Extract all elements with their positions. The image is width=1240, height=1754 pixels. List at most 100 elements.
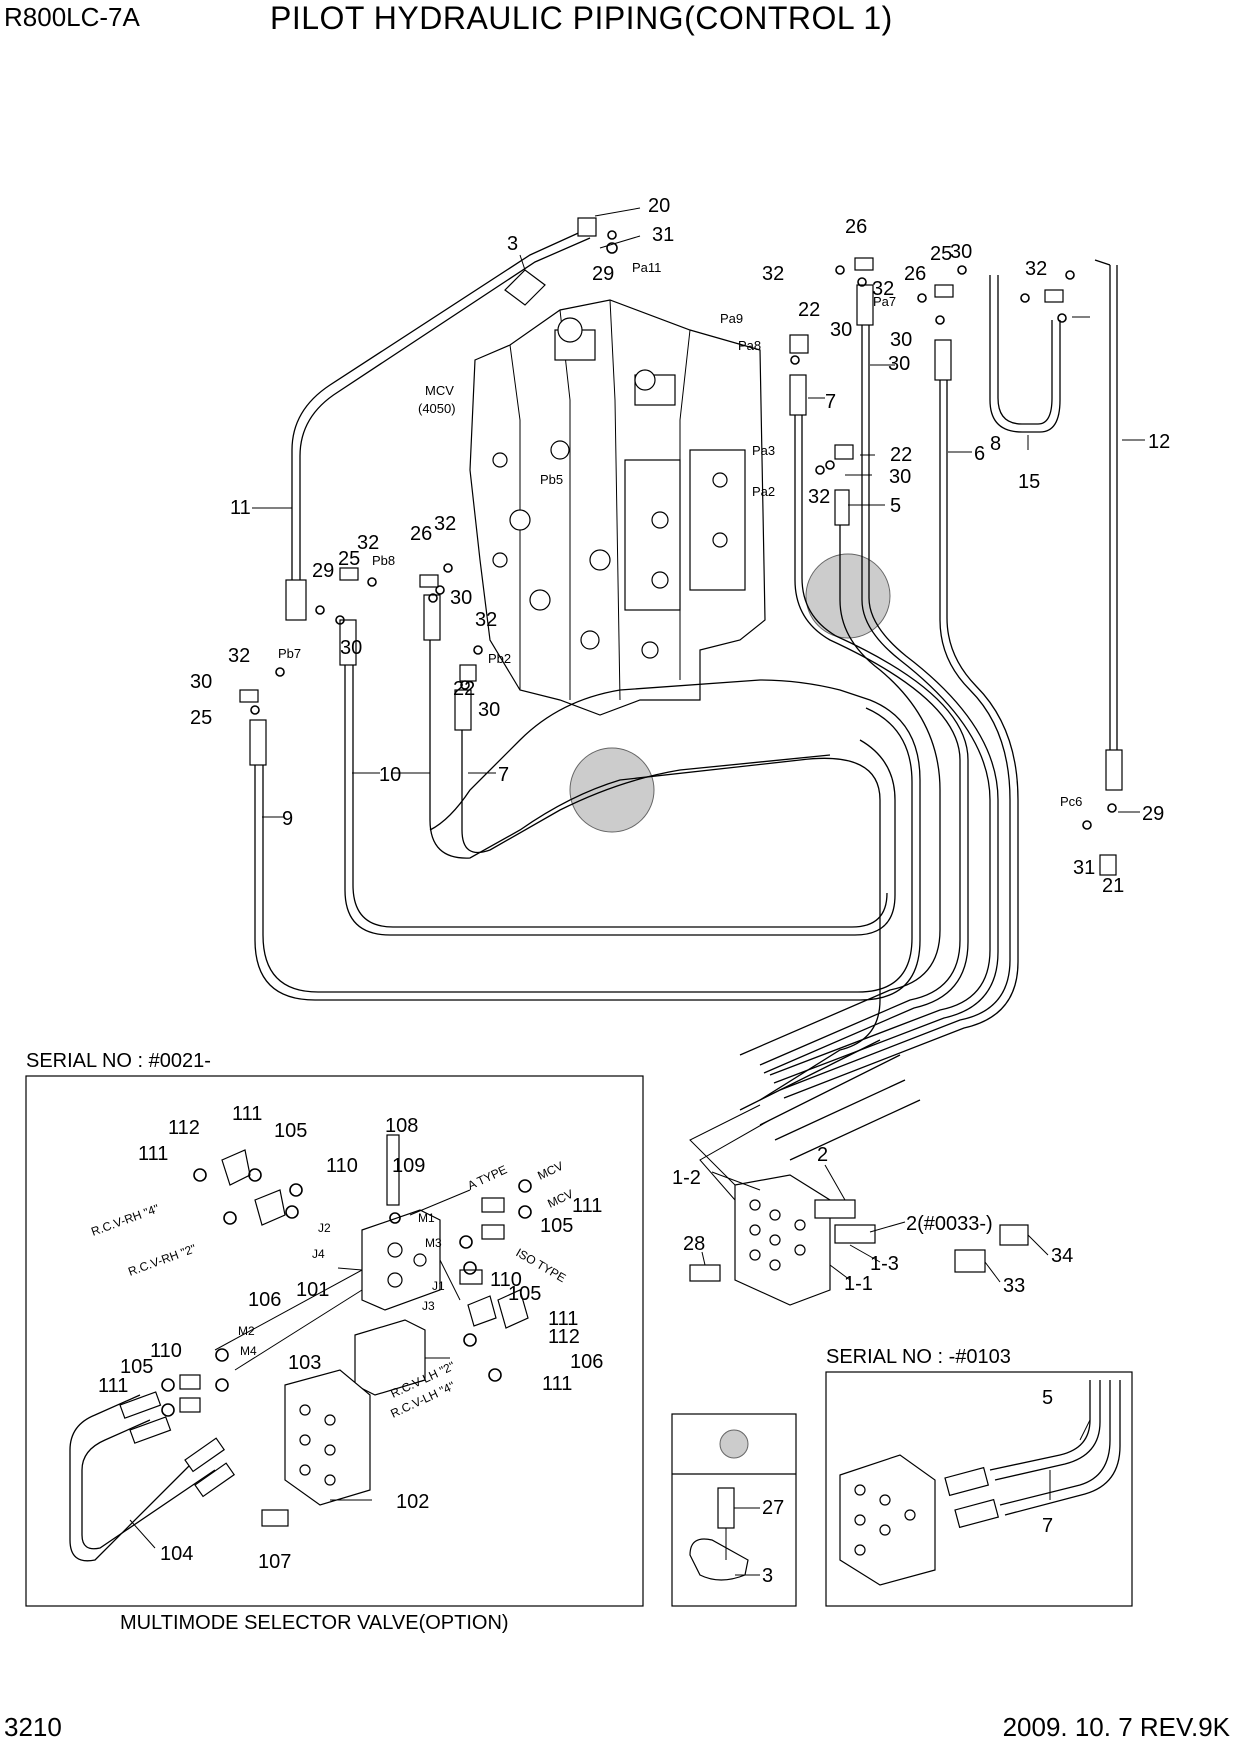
tee-25-lower-left [239, 689, 259, 703]
serial-callout-0: 5 [1042, 1387, 1053, 1409]
port-label-8: Pb7 [278, 646, 301, 661]
option-text-9: J4 [312, 1247, 325, 1261]
clamp-callout-0: 27 [762, 1497, 784, 1519]
callout-22: 32 [808, 486, 830, 508]
fitting-callout-2: 2(#0033-) [906, 1213, 993, 1235]
callout-31: 30 [450, 587, 472, 609]
option-callout-23: 107 [258, 1551, 291, 1573]
callout-3: 29 [592, 263, 614, 285]
option-text-0: A TYPE [465, 1162, 509, 1192]
adapter-105-b [481, 1224, 505, 1240]
clamp-callouts: 27 3 [762, 1497, 784, 1587]
option-callout-22: 104 [160, 1543, 193, 1565]
port-label-5: Pa2 [752, 484, 775, 499]
serial-label-top: SERIAL NO : #0021- [26, 1050, 211, 1072]
legend-highlight-circle [719, 1429, 749, 1459]
callout-24: 11 [230, 497, 251, 519]
callout-20: 22 [890, 444, 912, 466]
callout-14: 8 [990, 433, 1001, 455]
callout-42: 31 [1073, 857, 1095, 879]
bolt-27 [717, 1487, 735, 1529]
port-label-1: Pa9 [720, 311, 743, 326]
option-callout-11: 111 [548, 1308, 578, 1330]
callout-29: 25 [338, 548, 360, 570]
callout-6: 30 [830, 319, 852, 341]
adapter-2 [814, 1199, 856, 1219]
serial-callout-1: 7 [1042, 1515, 1053, 1537]
callout-19: 6 [974, 443, 985, 465]
clamp-3 [504, 269, 546, 306]
option-text-13: J3 [422, 1299, 435, 1313]
tee-26-right [934, 284, 954, 298]
elbow-22-right [834, 444, 854, 460]
callout-13: 30 [888, 353, 910, 375]
callout-39: 7 [498, 764, 509, 786]
option-callout-21: 102 [396, 1491, 429, 1513]
option-callout-2: 105 [274, 1120, 307, 1142]
callout-30: 30 [340, 637, 362, 659]
callout-9: 26 [904, 263, 926, 285]
callout-0: 20 [648, 195, 670, 217]
callout-2: 3 [507, 233, 518, 255]
option-text-8: J2 [318, 1221, 331, 1235]
adapter-2-0033 [834, 1224, 876, 1244]
plug-34 [999, 1224, 1029, 1246]
clamp-3-detail [689, 1538, 749, 1581]
callout-26: 26 [410, 523, 432, 545]
elbow-106-left [254, 1189, 286, 1226]
tee-26-top [854, 257, 874, 271]
revision-date: 2009. 10. 7 REV.9K [1002, 1712, 1230, 1742]
fitting-callout-5: 1-1 [844, 1273, 873, 1295]
serial-label-bottom: SERIAL NO : -#0103 [826, 1346, 1011, 1368]
callout-27: 32 [434, 513, 456, 535]
option-text-4: R.C.V-RH "4" [89, 1201, 161, 1239]
clamp-detail-drawing [689, 1487, 749, 1581]
bolt-108 [386, 1134, 400, 1206]
option-callout-6: 109 [392, 1155, 425, 1177]
callout-8: 32 [872, 278, 894, 300]
mcv-label-group: MCV (4050) [418, 383, 456, 416]
serial-detail-frame [825, 1371, 1133, 1607]
fitting-hose-11-end [285, 579, 307, 621]
serial-detail-drawing [839, 1380, 1121, 1586]
option-text-10: M1 [418, 1211, 435, 1225]
callout-17: 12 [1148, 431, 1170, 453]
fitting-hose-10-end [339, 619, 357, 666]
callout-43: 21 [1102, 875, 1124, 897]
callout-1: 31 [652, 224, 674, 246]
option-callout-0: 112 [168, 1117, 200, 1139]
callout-36: 22 [453, 678, 475, 700]
option-callout-9: 110 [490, 1269, 522, 1291]
callout-18: 15 [1018, 471, 1040, 493]
callout-5: 32 [762, 263, 784, 285]
clamp-callout-1: 3 [762, 1565, 773, 1587]
tee-25-left [339, 567, 359, 581]
option-text-3: MCV [545, 1187, 575, 1211]
clamp-legend-frame [671, 1413, 797, 1607]
option-callout-15: 106 [248, 1289, 281, 1311]
option-callouts: 1121111051111101081091111051101051111121… [98, 1103, 603, 1573]
bolt-107 [261, 1509, 289, 1527]
fitting-21 [1099, 854, 1117, 876]
fitting-hose-7b-end [454, 689, 472, 731]
fitting-callout-4: 1-3 [870, 1253, 899, 1275]
option-callout-5: 108 [385, 1115, 418, 1137]
adapter-105-d [179, 1374, 201, 1390]
hose-routing [254, 229, 1118, 1161]
option-text-11: M3 [425, 1236, 442, 1250]
port-label-6: Pb5 [540, 472, 563, 487]
page-number: 3210 [4, 1712, 62, 1742]
elbow-22-top [789, 334, 809, 354]
callout-28: 29 [312, 560, 334, 582]
option-callout-8: 105 [540, 1215, 573, 1237]
option-text-15: M4 [240, 1344, 257, 1358]
selector-fitting-block [689, 1104, 1029, 1306]
option-text-2: MCV [535, 1159, 565, 1183]
serial-detail-callouts: 57 [1042, 1387, 1053, 1537]
callout-40: 9 [282, 808, 293, 830]
callout-38: 10 [379, 764, 401, 786]
fitting-hose-6-top [934, 339, 952, 381]
